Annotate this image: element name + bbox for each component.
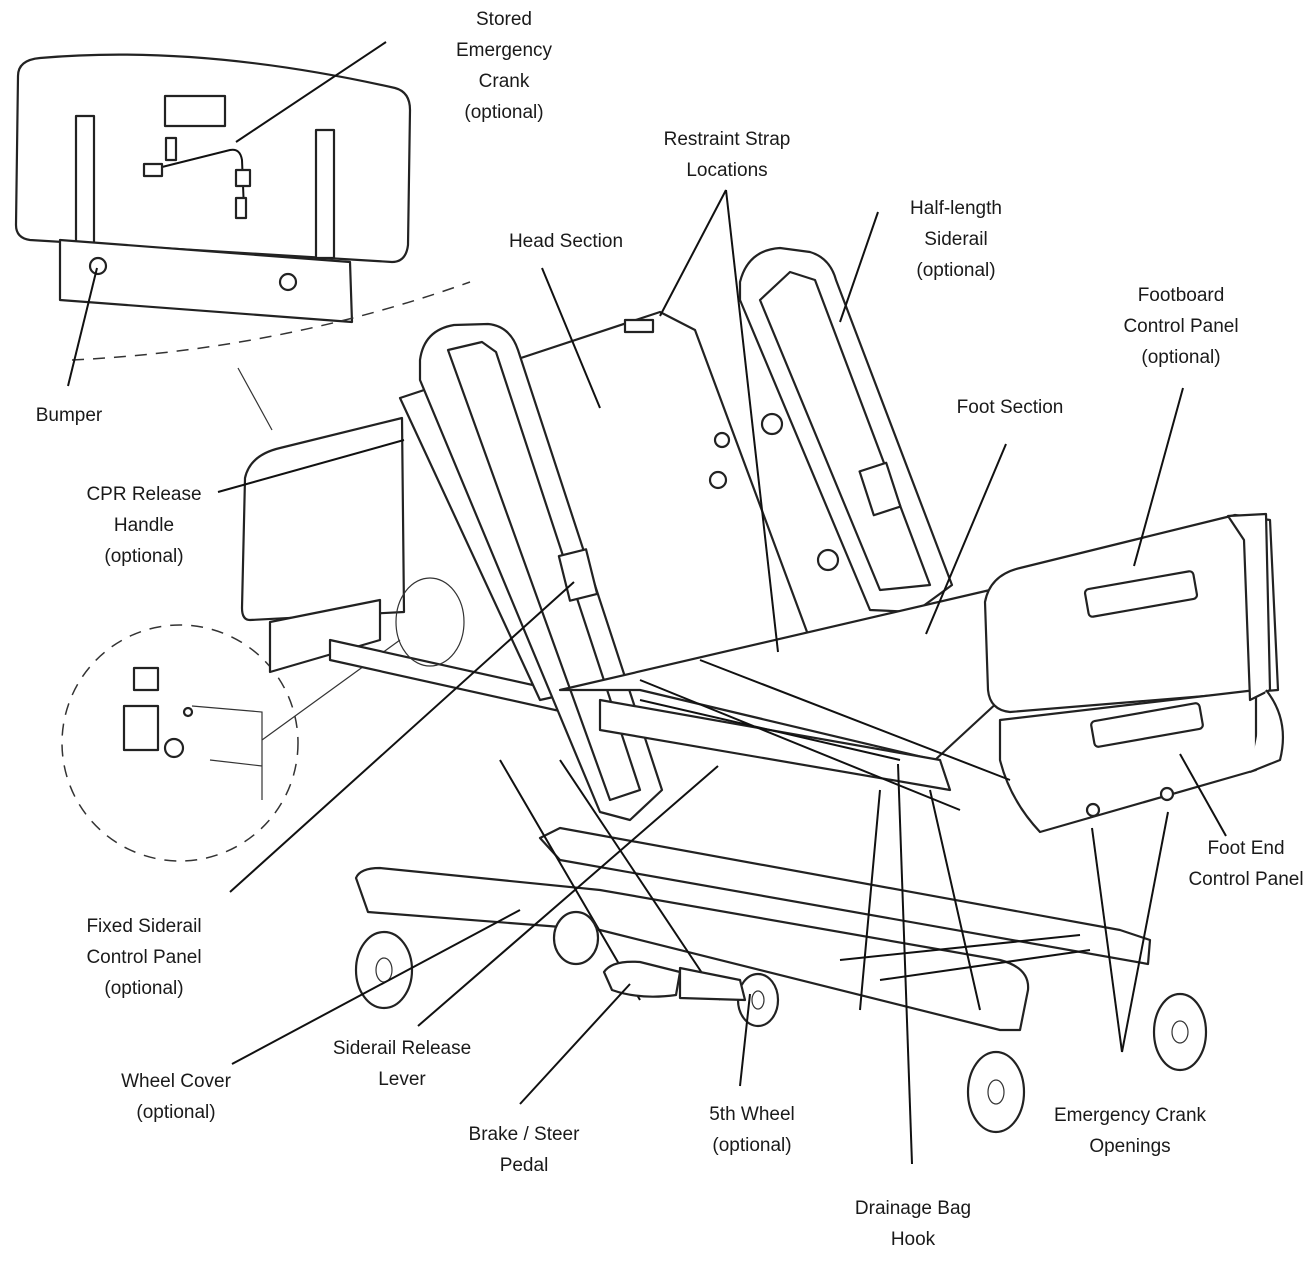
label-head-section: Head Section [508,231,624,252]
footboard [983,512,1284,834]
leader-lines [67,41,1227,1105]
inset-pointer [237,367,273,431]
drainage-hook-rod [897,763,913,1165]
label-foot-section: Foot Section [956,397,1064,418]
base-frame [354,659,1152,1032]
wheels [354,910,1208,1134]
brake-pedal [602,960,747,1002]
label-5th-wheel: 5th Wheel(optional) [709,1104,795,1156]
label-wheel-cover: Wheel Cover(optional) [121,1071,231,1123]
headboard-inset [14,53,412,324]
half-length-siderail [738,246,954,614]
foot-section [558,588,1002,792]
label-bumper: Bumper [35,405,103,426]
circular-detail-inset [61,624,401,862]
head-end [240,416,602,722]
